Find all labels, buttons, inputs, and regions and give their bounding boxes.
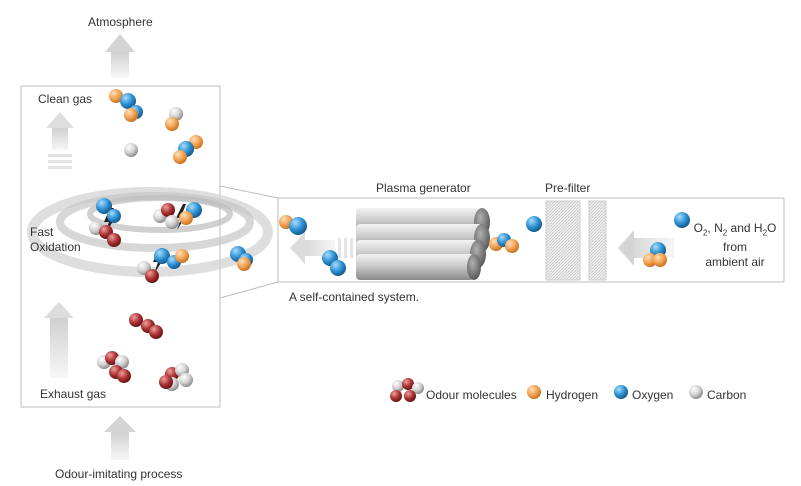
- oxygen-atom-icon: [289, 217, 307, 235]
- oxygen-atom-icon: [154, 248, 170, 264]
- carbon-atom-icon: [412, 382, 424, 394]
- molecule: [173, 135, 203, 164]
- hydrogen-atom-icon: [109, 89, 123, 103]
- formula-o-end: O: [767, 221, 777, 235]
- legend-odour-label: Odour molecules: [426, 388, 517, 402]
- clean-gas-flow-arrow: [46, 112, 74, 169]
- odour-atom-icon: [145, 269, 159, 283]
- odour-molecule: [159, 363, 193, 391]
- odour-atom-icon: [117, 369, 131, 383]
- oxygen-atom-icon: [614, 385, 628, 399]
- exhaust-gas-label: Exhaust gas: [40, 387, 107, 401]
- ambient-formula: O2, N2 and H2O: [690, 221, 780, 240]
- hydrogen-atom-icon: [175, 249, 189, 263]
- odour-atom-icon: [161, 203, 175, 217]
- oxygen-atom-icon: [526, 216, 542, 232]
- formula-sub: 2: [702, 228, 708, 238]
- carbon-atom-icon: [689, 385, 703, 399]
- molecules-layer: [89, 89, 690, 391]
- hydrogen-atom-icon: [237, 257, 251, 271]
- odour-atom-icon: [404, 390, 416, 402]
- exhaust-gas-flow-arrow: [44, 302, 74, 378]
- molecule: [279, 215, 307, 235]
- oxygen-atom-icon: [614, 385, 628, 399]
- hydrogen-atom-icon: [643, 253, 657, 267]
- formula-h: and H: [727, 221, 763, 235]
- odour-atom-icon: [390, 390, 402, 402]
- hydrogen-atom-icon: [527, 385, 541, 399]
- molecule: [674, 212, 690, 228]
- plasma-generator-tubes: [356, 208, 490, 280]
- molecule: [165, 107, 183, 131]
- formula-sub: 2: [762, 228, 768, 238]
- hydrogen-atom-icon: [653, 253, 667, 267]
- oxygen-atom-icon: [96, 198, 112, 214]
- odour-atom-icon: [159, 375, 173, 389]
- pre-filter-label: Pre-filter: [545, 181, 591, 195]
- formula-o: O: [693, 221, 703, 235]
- legend-carbon-label: Carbon: [707, 388, 747, 402]
- water-molecule: [109, 89, 143, 122]
- odour-molecule: [97, 351, 131, 383]
- carbon-atom-icon: [392, 380, 404, 392]
- reacting-molecule: [137, 248, 189, 283]
- oxygen-atom-icon: [107, 209, 121, 223]
- hydrogen-atom-icon: [527, 385, 541, 399]
- carbon-atom-icon: [165, 215, 179, 229]
- carbon-atom-icon: [689, 385, 703, 399]
- legend-icons-layer: [390, 378, 703, 402]
- clean-gas-label: Clean gas: [38, 92, 93, 106]
- plasma-generator-label: Plasma generator: [376, 181, 471, 195]
- odour-atom-icon: [107, 233, 121, 247]
- hydrogen-atom-icon: [165, 117, 179, 131]
- odour-molecule: [129, 313, 163, 339]
- odour-molecule-icon: [390, 378, 424, 402]
- oxygen-atom-icon: [330, 260, 346, 276]
- hydrogen-atom-icon: [173, 150, 187, 164]
- molecule: [124, 143, 138, 157]
- water-molecule: [643, 242, 667, 267]
- formula-sub: 2: [722, 228, 728, 238]
- ambient-air-label: O2, N2 and H2O from ambient air: [690, 221, 780, 270]
- formula-n: , N: [707, 221, 723, 235]
- oxidation-label: Oxidation: [30, 240, 81, 254]
- carbon-atom-icon: [179, 373, 193, 387]
- atmosphere-label: Atmosphere: [88, 15, 153, 29]
- hydrogen-atom-icon: [179, 211, 193, 225]
- legend-oxygen-label: Oxygen: [632, 388, 674, 402]
- odour-atom-icon: [129, 313, 143, 327]
- legend-hydrogen-label: Hydrogen: [546, 388, 599, 402]
- fast-label: Fast: [30, 225, 54, 239]
- odour-atom-icon: [149, 325, 163, 339]
- reacting-molecule: [89, 198, 121, 247]
- oxygen-atom-icon: [120, 93, 136, 109]
- water-molecule: [489, 233, 519, 253]
- odour-atom-icon: [402, 378, 414, 390]
- oxygen-atom-icon: [674, 212, 690, 228]
- process-input-arrow: [104, 416, 136, 460]
- zoom-connector-lines: [219, 185, 279, 299]
- hydrogen-atom-icon: [124, 108, 138, 122]
- ambient-from: from: [723, 240, 747, 255]
- self-contained-label: A self-contained system.: [289, 290, 420, 304]
- reacting-molecule: [153, 202, 202, 229]
- pre-filter: [545, 200, 607, 281]
- atmosphere-arrow: [105, 34, 135, 78]
- water-molecule: [230, 246, 253, 271]
- molecule: [526, 216, 542, 232]
- hydrogen-atom-icon: [505, 239, 519, 253]
- molecule: [322, 250, 346, 276]
- ambient-air-text: ambient air: [705, 255, 765, 270]
- process-label: Odour-imitating process: [55, 467, 183, 481]
- carbon-atom-icon: [124, 143, 138, 157]
